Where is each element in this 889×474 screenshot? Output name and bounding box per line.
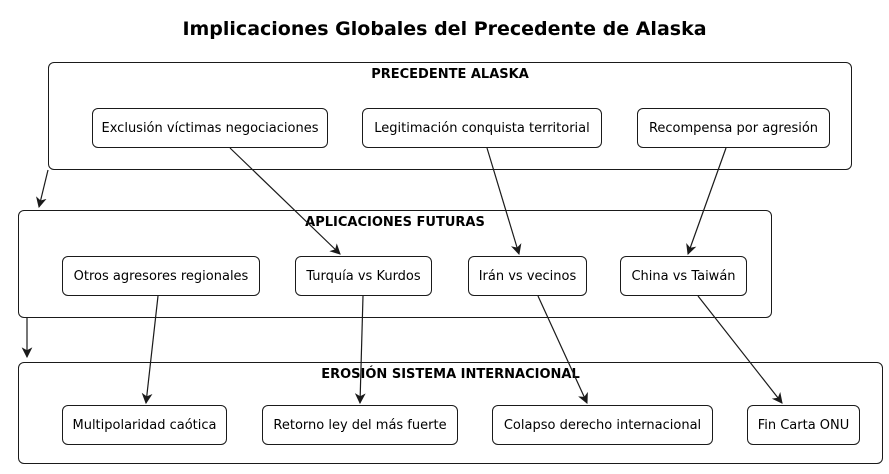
node-label-china-taiwan: China vs Taiwán (631, 268, 736, 284)
edge-exclusion-victimas-to-turquia-kurdos (229, 147, 341, 255)
node-label-legitimacion-conquista: Legitimación conquista territorial (374, 120, 590, 136)
container-label-aplicaciones-futuras: APLICACIONES FUTURAS (305, 215, 485, 230)
node-label-colapso-derecho: Colapso derecho internacional (503, 417, 702, 433)
node-retorno-ley: Retorno ley del más fuerte (262, 405, 458, 445)
node-label-fin-carta-onu: Fin Carta ONU (757, 417, 850, 433)
node-label-iran-vecinos: Irán vs vecinos (478, 268, 577, 284)
edge-china-taiwan-to-fin-carta-onu (697, 295, 783, 404)
container-label-precedente-alaska: PRECEDENTE ALASKA (371, 67, 529, 82)
node-label-exclusion-victimas: Exclusión víctimas negociaciones (101, 120, 319, 136)
node-iran-vecinos: Irán vs vecinos (468, 256, 587, 296)
node-label-recompensa-agresion: Recompensa por agresión (648, 120, 819, 136)
node-label-otros-agresores: Otros agresores regionales (73, 268, 249, 284)
node-recompensa-agresion: Recompensa por agresión (637, 108, 830, 148)
node-fin-carta-onu: Fin Carta ONU (747, 405, 860, 445)
node-turquia-kurdos: Turquía vs Kurdos (295, 256, 432, 296)
node-label-multipolaridad: Multipolaridad caótica (72, 417, 217, 433)
diagram-title: Implicaciones Globales del Precedente de… (182, 18, 707, 40)
node-label-turquia-kurdos: Turquía vs Kurdos (306, 268, 421, 284)
node-exclusion-victimas: Exclusión víctimas negociaciones (92, 108, 328, 148)
edge-iran-vecinos-to-colapso-derecho (537, 295, 588, 404)
edge-otros-agresores-to-multipolaridad (141, 295, 159, 405)
edge-legitimacion-conquista-to-iran-vecinos (486, 147, 522, 256)
edge-recompensa-agresion-to-china-taiwan (686, 147, 727, 256)
edge-precedente-alaska-to-aplicaciones-futuras (36, 169, 49, 209)
edge-turquia-kurdos-to-retorno-ley (354, 295, 366, 405)
node-china-taiwan: China vs Taiwán (620, 256, 747, 296)
node-colapso-derecho: Colapso derecho internacional (492, 405, 713, 445)
node-legitimacion-conquista: Legitimación conquista territorial (362, 108, 602, 148)
node-otros-agresores: Otros agresores regionales (62, 256, 260, 296)
container-label-erosion-sistema: EROSIÓN SISTEMA INTERNACIONAL (321, 367, 580, 382)
node-multipolaridad: Multipolaridad caótica (62, 405, 227, 445)
node-label-retorno-ley: Retorno ley del más fuerte (273, 417, 447, 433)
